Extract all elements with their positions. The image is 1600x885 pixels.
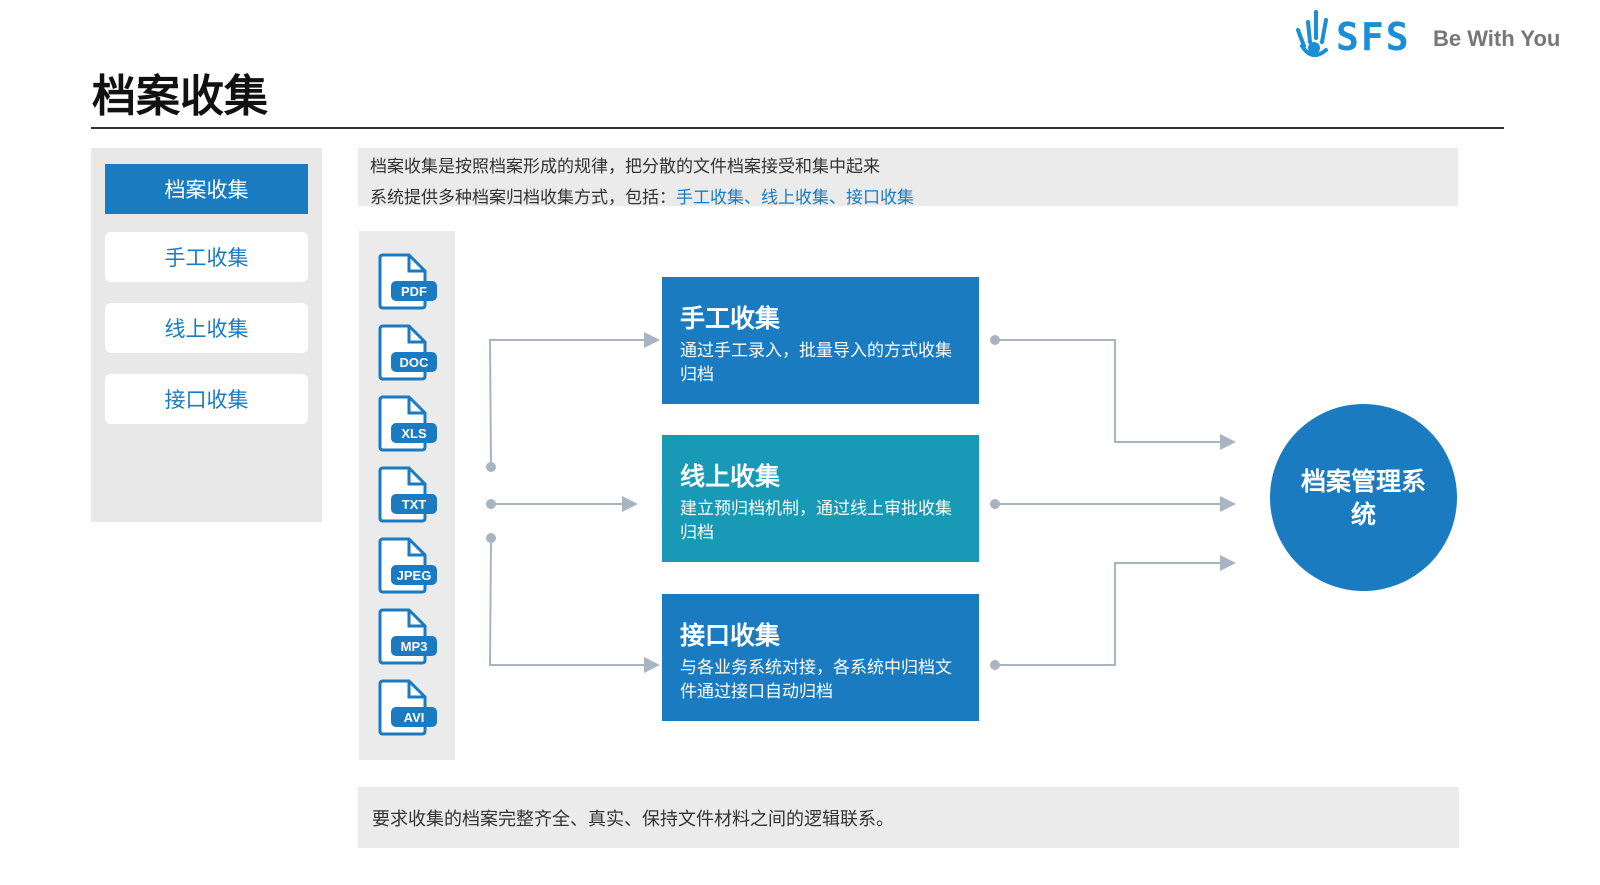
intro-line-2: 系统提供多种档案归档收集方式，包括：手工收集、线上收集、接口收集 (370, 183, 1446, 214)
page-title: 档案收集 (92, 71, 268, 122)
method-box-interface: 接口收集 与各业务系统对接，各系统中归档文件通过接口自动归档 (662, 594, 979, 721)
method-title: 接口收集 (680, 621, 781, 650)
method-title: 线上收集 (680, 462, 781, 491)
file-type-label: TXT (402, 497, 427, 512)
file-type-label: AVI (404, 710, 425, 725)
file-txt-icon: TXT (377, 464, 439, 524)
sidebar-item-manual[interactable]: 手工收集 (105, 232, 308, 282)
archive-system-circle: 档案管理系统 (1270, 404, 1457, 591)
file-pdf-icon: PDF (377, 251, 439, 311)
sidebar-item-interface[interactable]: 接口收集 (105, 374, 308, 424)
method-desc: 通过手工录入，批量导入的方式收集归档 (680, 341, 952, 385)
file-doc-icon: DOC (377, 322, 439, 382)
file-mp3-icon: MP3 (377, 606, 439, 666)
title-divider (91, 127, 1504, 129)
intro-prefix: 系统提供多种档案归档收集方式，包括： (370, 188, 676, 208)
sidebar-item-online[interactable]: 线上收集 (105, 303, 308, 353)
intro-panel: 档案收集是按照档案形成的规律，把分散的文件档案接受和集中起来 系统提供多种档案归… (358, 148, 1458, 208)
sidebar-item-archive-collection[interactable]: 档案收集 (105, 164, 308, 214)
slogan: Be With You (1433, 26, 1561, 51)
method-box-online: 线上收集 建立预归档机制，通过线上审批收集归档 (662, 435, 979, 562)
file-type-label: DOC (400, 355, 430, 370)
method-box-manual: 手工收集 通过手工录入，批量导入的方式收集归档 (662, 277, 979, 404)
file-type-label: XLS (401, 426, 427, 441)
intro-line-1: 档案收集是按照档案形成的规律，把分散的文件档案接受和集中起来 (370, 157, 880, 177)
file-xls-icon: XLS (377, 393, 439, 453)
intro-highlight: 手工收集、线上收集、接口收集 (676, 188, 914, 208)
file-type-label: MP3 (401, 639, 428, 654)
file-jpeg-icon: JPEG (377, 535, 439, 595)
sidebar: 档案收集 手工收集 线上收集 接口收集 (91, 148, 322, 522)
method-desc: 建立预归档机制，通过线上审批收集归档 (680, 499, 952, 543)
method-desc: 与各业务系统对接，各系统中归档文件通过接口自动归档 (680, 658, 952, 702)
footer-note: 要求收集的档案完整齐全、真实、保持文件材料之间的逻辑联系。 (358, 787, 1459, 848)
file-type-label: JPEG (397, 568, 432, 583)
hand-logo-icon (1296, 10, 1328, 58)
brand-logo-text: SFS (1336, 15, 1411, 59)
file-type-label: PDF (401, 284, 427, 299)
file-avi-icon: AVI (377, 677, 439, 737)
method-title: 手工收集 (680, 304, 781, 333)
